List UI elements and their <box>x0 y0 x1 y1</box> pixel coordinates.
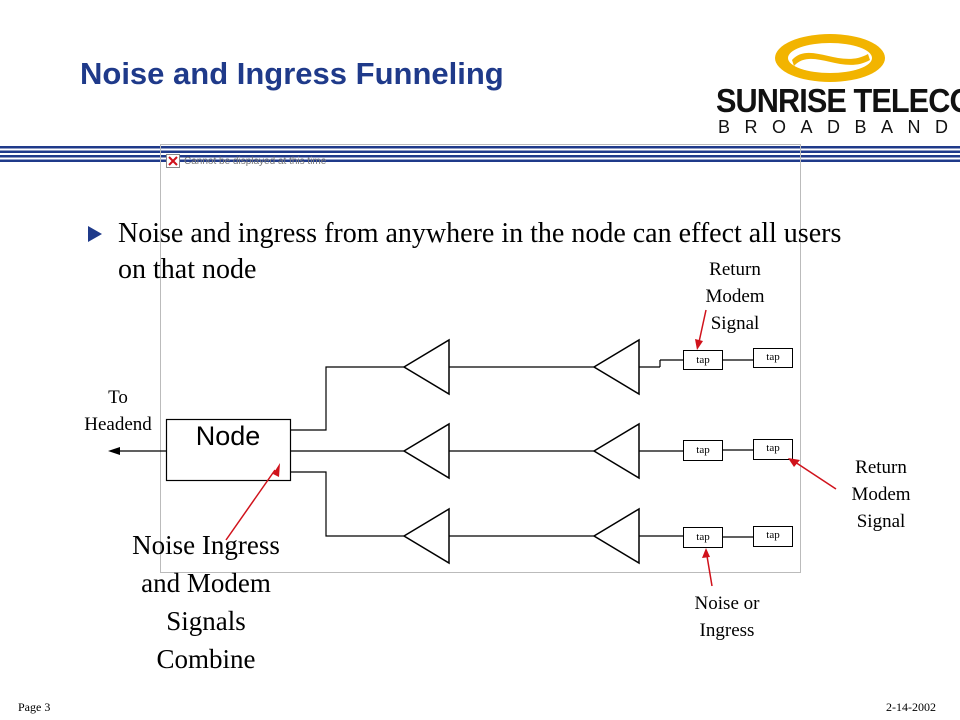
tap-label-3b: tap <box>766 529 780 541</box>
sunrise-swoosh-logo-icon <box>775 34 885 82</box>
amplifier-3b <box>592 507 640 565</box>
bullet-icon <box>88 226 102 242</box>
tap-label-3a: tap <box>696 531 710 543</box>
noise-or-ingress-label: Noise or Ingress <box>694 593 760 641</box>
broken-image-caption: Cannot be displayed at this time <box>184 156 327 167</box>
arrow-noise-ingress-node <box>225 469 276 541</box>
amplifier-3a <box>402 507 450 565</box>
amplifier-2b <box>592 422 640 480</box>
tap-box-3a <box>683 527 723 548</box>
node-label: Node <box>195 421 261 451</box>
amplifier-1b <box>592 338 640 396</box>
arrow-return-top <box>698 309 707 343</box>
node-box <box>165 418 292 482</box>
footer-date: 2-14-2002 <box>886 700 936 714</box>
bullet-text: Noise and ingress from anywhere in the n… <box>118 218 842 285</box>
logo-subtitle: BROADBAND <box>718 117 960 137</box>
tap-label-1b: tap <box>766 351 780 363</box>
tap-label-2b: tap <box>766 442 780 454</box>
image-frame <box>160 144 801 573</box>
feeder-top <box>290 366 404 431</box>
tap-box-1a <box>683 350 723 370</box>
arrow-noise-or-ingress <box>706 555 713 587</box>
tap-label-1a: tap <box>696 354 710 366</box>
tap-label-2a: tap <box>696 444 710 456</box>
tap-box-2b <box>753 439 793 460</box>
tap-box-1b <box>753 348 793 368</box>
header-stripe <box>0 146 960 162</box>
broken-image-icon <box>166 154 180 168</box>
amplifier-1a <box>402 338 450 396</box>
return-modem-signal-top-label: Return Modem Signal <box>705 259 765 334</box>
feeder-bottom <box>290 471 404 537</box>
tap-box-2a <box>683 440 723 461</box>
footer-page-number: Page 3 <box>18 700 51 714</box>
return-modem-signal-right-label: Return Modem Signal <box>851 457 911 532</box>
page-title: Noise and Ingress Funneling <box>80 56 504 91</box>
to-headend-label: To Headend <box>84 387 152 435</box>
noise-ingress-combine-label: Noise Ingress and Modem Signals Combine <box>132 530 280 674</box>
arrow-return-right <box>794 461 837 490</box>
logo-name: SUNRISE TELECOM <box>716 82 960 119</box>
tap-box-3b <box>753 526 793 547</box>
amplifier-2a <box>402 422 450 480</box>
